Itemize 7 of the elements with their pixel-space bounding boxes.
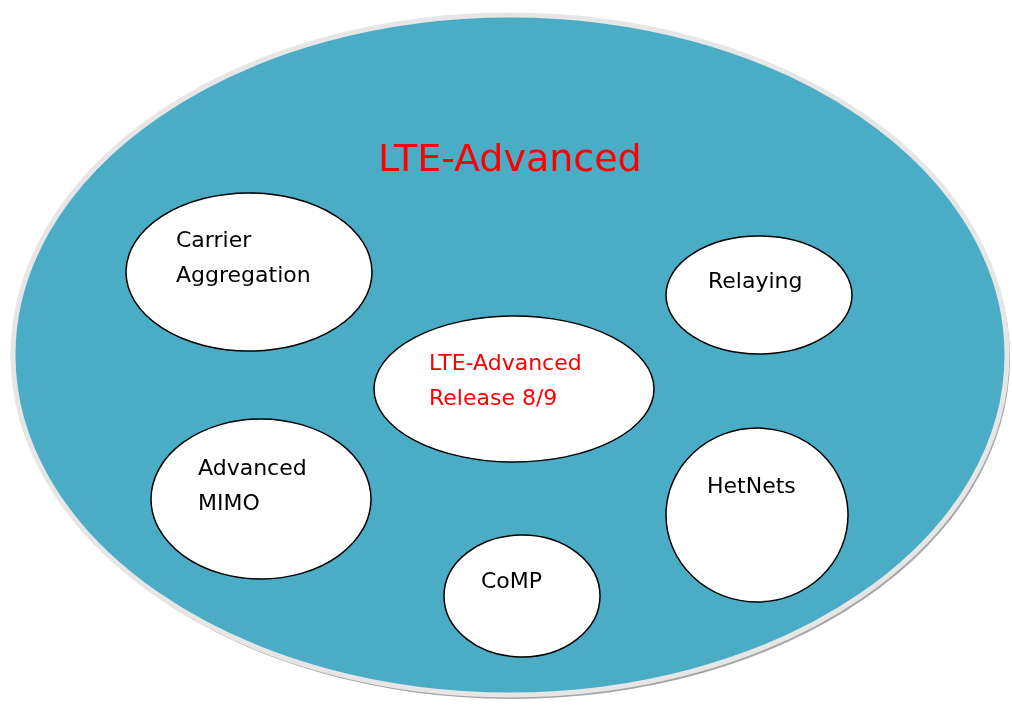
node-label: Relaying <box>708 267 804 295</box>
node-label: Carrier Aggregation <box>176 226 312 290</box>
node-label: CoMP <box>481 567 544 595</box>
node-label: Advanced MIMO <box>198 454 308 518</box>
node-label: LTE-Advanced Release 8/9 <box>429 349 583 413</box>
node-heading: LTE-Advanced <box>378 135 643 182</box>
node-label: HetNets <box>707 472 797 500</box>
